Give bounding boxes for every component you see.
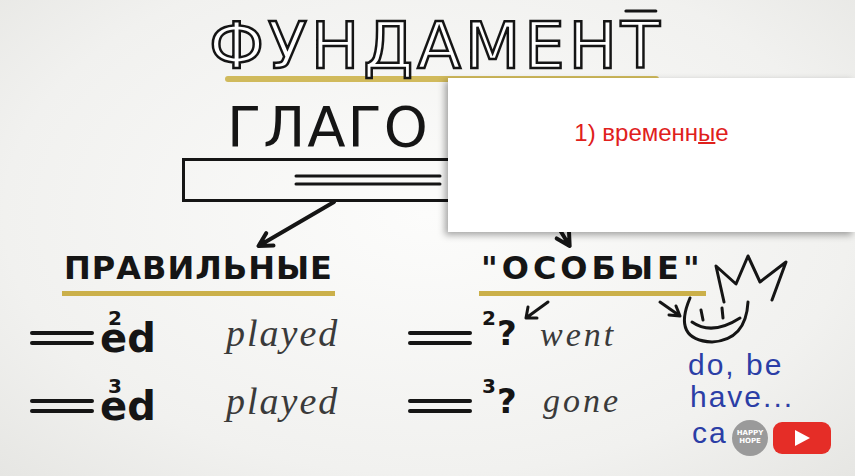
verb-symbol-lines bbox=[296, 176, 440, 184]
node-heading: ГЛАГО bbox=[227, 99, 430, 155]
category-text: ПРАВИЛЬНЫЕ bbox=[64, 250, 333, 287]
special-verbs-note: have... bbox=[690, 382, 794, 412]
category-word: "ОСОБЫЕ" bbox=[479, 250, 706, 296]
watermark: HAPPY HOPE bbox=[733, 430, 767, 445]
verb-ending: ed bbox=[100, 318, 156, 358]
special-verbs-note: do, be bbox=[688, 350, 783, 380]
underlined-letter: ы bbox=[698, 119, 715, 146]
popup-panel: 1) временные bbox=[448, 78, 855, 232]
superscript-number: 3 bbox=[482, 376, 496, 396]
category-word: ПРАВИЛЬНЫЕ bbox=[62, 250, 335, 296]
title-text: ФУНДАМЕНТ bbox=[209, 14, 664, 78]
example-word: played bbox=[226, 314, 339, 352]
verb-ending: ed bbox=[100, 386, 156, 426]
superscript-number: 2 bbox=[482, 308, 496, 328]
popup-text: 1) временные bbox=[448, 78, 855, 147]
youtube-logo bbox=[773, 422, 831, 454]
arrow-line bbox=[259, 202, 334, 246]
special-verbs-note: ca bbox=[692, 418, 728, 448]
unknown-form: ? bbox=[497, 316, 517, 350]
letter-overline bbox=[626, 10, 656, 13]
example-word: went bbox=[540, 318, 616, 352]
connector-arrow bbox=[259, 202, 334, 246]
example-word: gone bbox=[543, 384, 621, 418]
category-text: "ОСОБЫЕ" bbox=[481, 250, 704, 287]
channel-logo bbox=[732, 420, 768, 456]
pointer-arrows bbox=[526, 302, 680, 318]
unknown-form: ? bbox=[497, 384, 517, 418]
example-word: played bbox=[226, 382, 339, 420]
